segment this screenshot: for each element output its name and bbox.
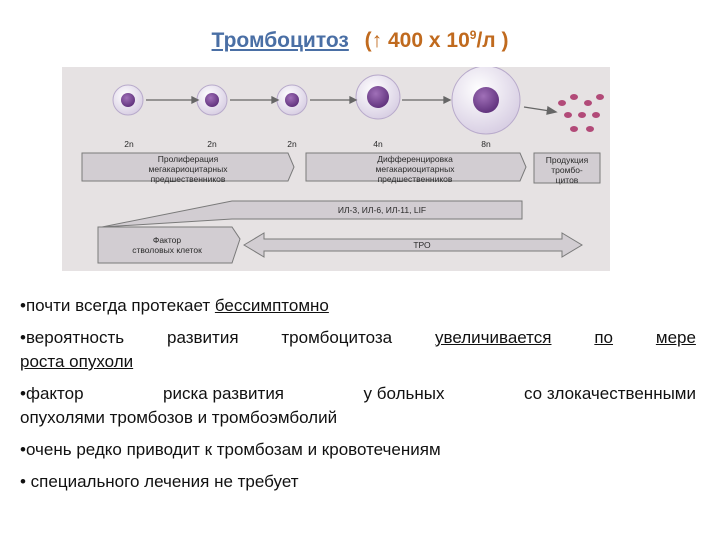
bullet-5: • специального лечения не требует bbox=[20, 472, 299, 491]
ploidy-label-5: 8n bbox=[481, 139, 491, 149]
ploidy-label-1: 2n bbox=[124, 139, 134, 149]
stage-boxes bbox=[81, 152, 601, 184]
formula-prefix: (↑ 400 x 10 bbox=[364, 29, 470, 52]
megakaryopoiesis-figure: 2n 2n 2n 4n 8n Пролиферация мегакариоцит… bbox=[62, 67, 610, 271]
stage-label-production: Продукция тромбо- цитов bbox=[545, 155, 589, 185]
bullet-2: •вероятность развития тромбоцитоза увели… bbox=[20, 326, 696, 374]
bullet-1: •почти всегда протекает бессимптомно bbox=[20, 294, 696, 318]
formula-suffix: /л ) bbox=[476, 29, 509, 52]
stem-factor-box bbox=[97, 226, 241, 264]
page-title: Тромбоцитоз (↑ 400 x 109/л ) bbox=[0, 28, 720, 53]
cell-arrows bbox=[146, 95, 558, 115]
stage-label-proliferation: Пролиферация мегакариоцитарных предшеств… bbox=[148, 154, 228, 184]
stage-label-differentiation: Дифференцировка мегакариоцитарных предше… bbox=[375, 154, 455, 184]
bullet-3-line-1: •фактор риска развития у больных со злок… bbox=[20, 382, 696, 406]
bullet-3-line-2: опухолями тромбозов и тромбоэмболий bbox=[20, 408, 338, 427]
cell-5 bbox=[451, 67, 521, 135]
bullet-3-word: риска развития bbox=[163, 384, 285, 403]
cell-1 bbox=[112, 84, 144, 116]
bullet-2-underlined-word: мере bbox=[655, 328, 696, 347]
bullet-2-word: тромбоцитоза bbox=[281, 328, 393, 347]
bullet-2-word: •вероятность bbox=[20, 328, 125, 347]
cell-4 bbox=[355, 74, 401, 120]
bullet-2-line-1: •вероятность развития тромбоцитоза увели… bbox=[20, 326, 696, 350]
bullet-1-text: •почти всегда протекает bbox=[20, 296, 215, 315]
cell-2 bbox=[196, 84, 228, 116]
bullet-2-line-2: роста опухоли bbox=[20, 352, 134, 371]
title-formula: (↑ 400 x 109/л ) bbox=[364, 28, 509, 52]
platelets bbox=[558, 94, 604, 132]
cytokine-label: ИЛ-3, ИЛ-6, ИЛ-11, LIF bbox=[337, 205, 427, 215]
bullet-4: •очень редко приводит к тромбозам и кров… bbox=[20, 440, 441, 459]
ploidy-label-3: 2n bbox=[287, 139, 297, 149]
bullet-list: •почти всегда протекает бессимптомно •ве… bbox=[20, 294, 696, 502]
figure-graphics bbox=[81, 67, 604, 264]
tpo-arrow bbox=[243, 232, 583, 258]
bullet-2-underlined-word: увеличивается bbox=[434, 328, 552, 347]
cell-3 bbox=[276, 84, 308, 116]
stem-factor-label: Фактор стволовых клеток bbox=[132, 235, 202, 255]
bullet-1-underlined: бессимптомно bbox=[214, 296, 329, 315]
bullet-3-word: со злокачественными bbox=[523, 384, 696, 403]
bullet-2-word: развития bbox=[167, 328, 239, 347]
cytokine-arrow bbox=[101, 200, 523, 228]
tpo-label: ТРО bbox=[413, 240, 431, 250]
title-main: Тромбоцитоз bbox=[211, 29, 349, 52]
bullet-3-word: •фактор bbox=[20, 384, 84, 403]
formula-exponent: 9 bbox=[469, 28, 477, 42]
ploidy-label-2: 2n bbox=[207, 139, 217, 149]
bullet-2-underlined-word: по bbox=[594, 328, 614, 347]
ploidy-label-4: 4n bbox=[373, 139, 383, 149]
bullet-3: •фактор риска развития у больных со злок… bbox=[20, 382, 696, 430]
bullet-3-word: у больных bbox=[363, 384, 445, 403]
